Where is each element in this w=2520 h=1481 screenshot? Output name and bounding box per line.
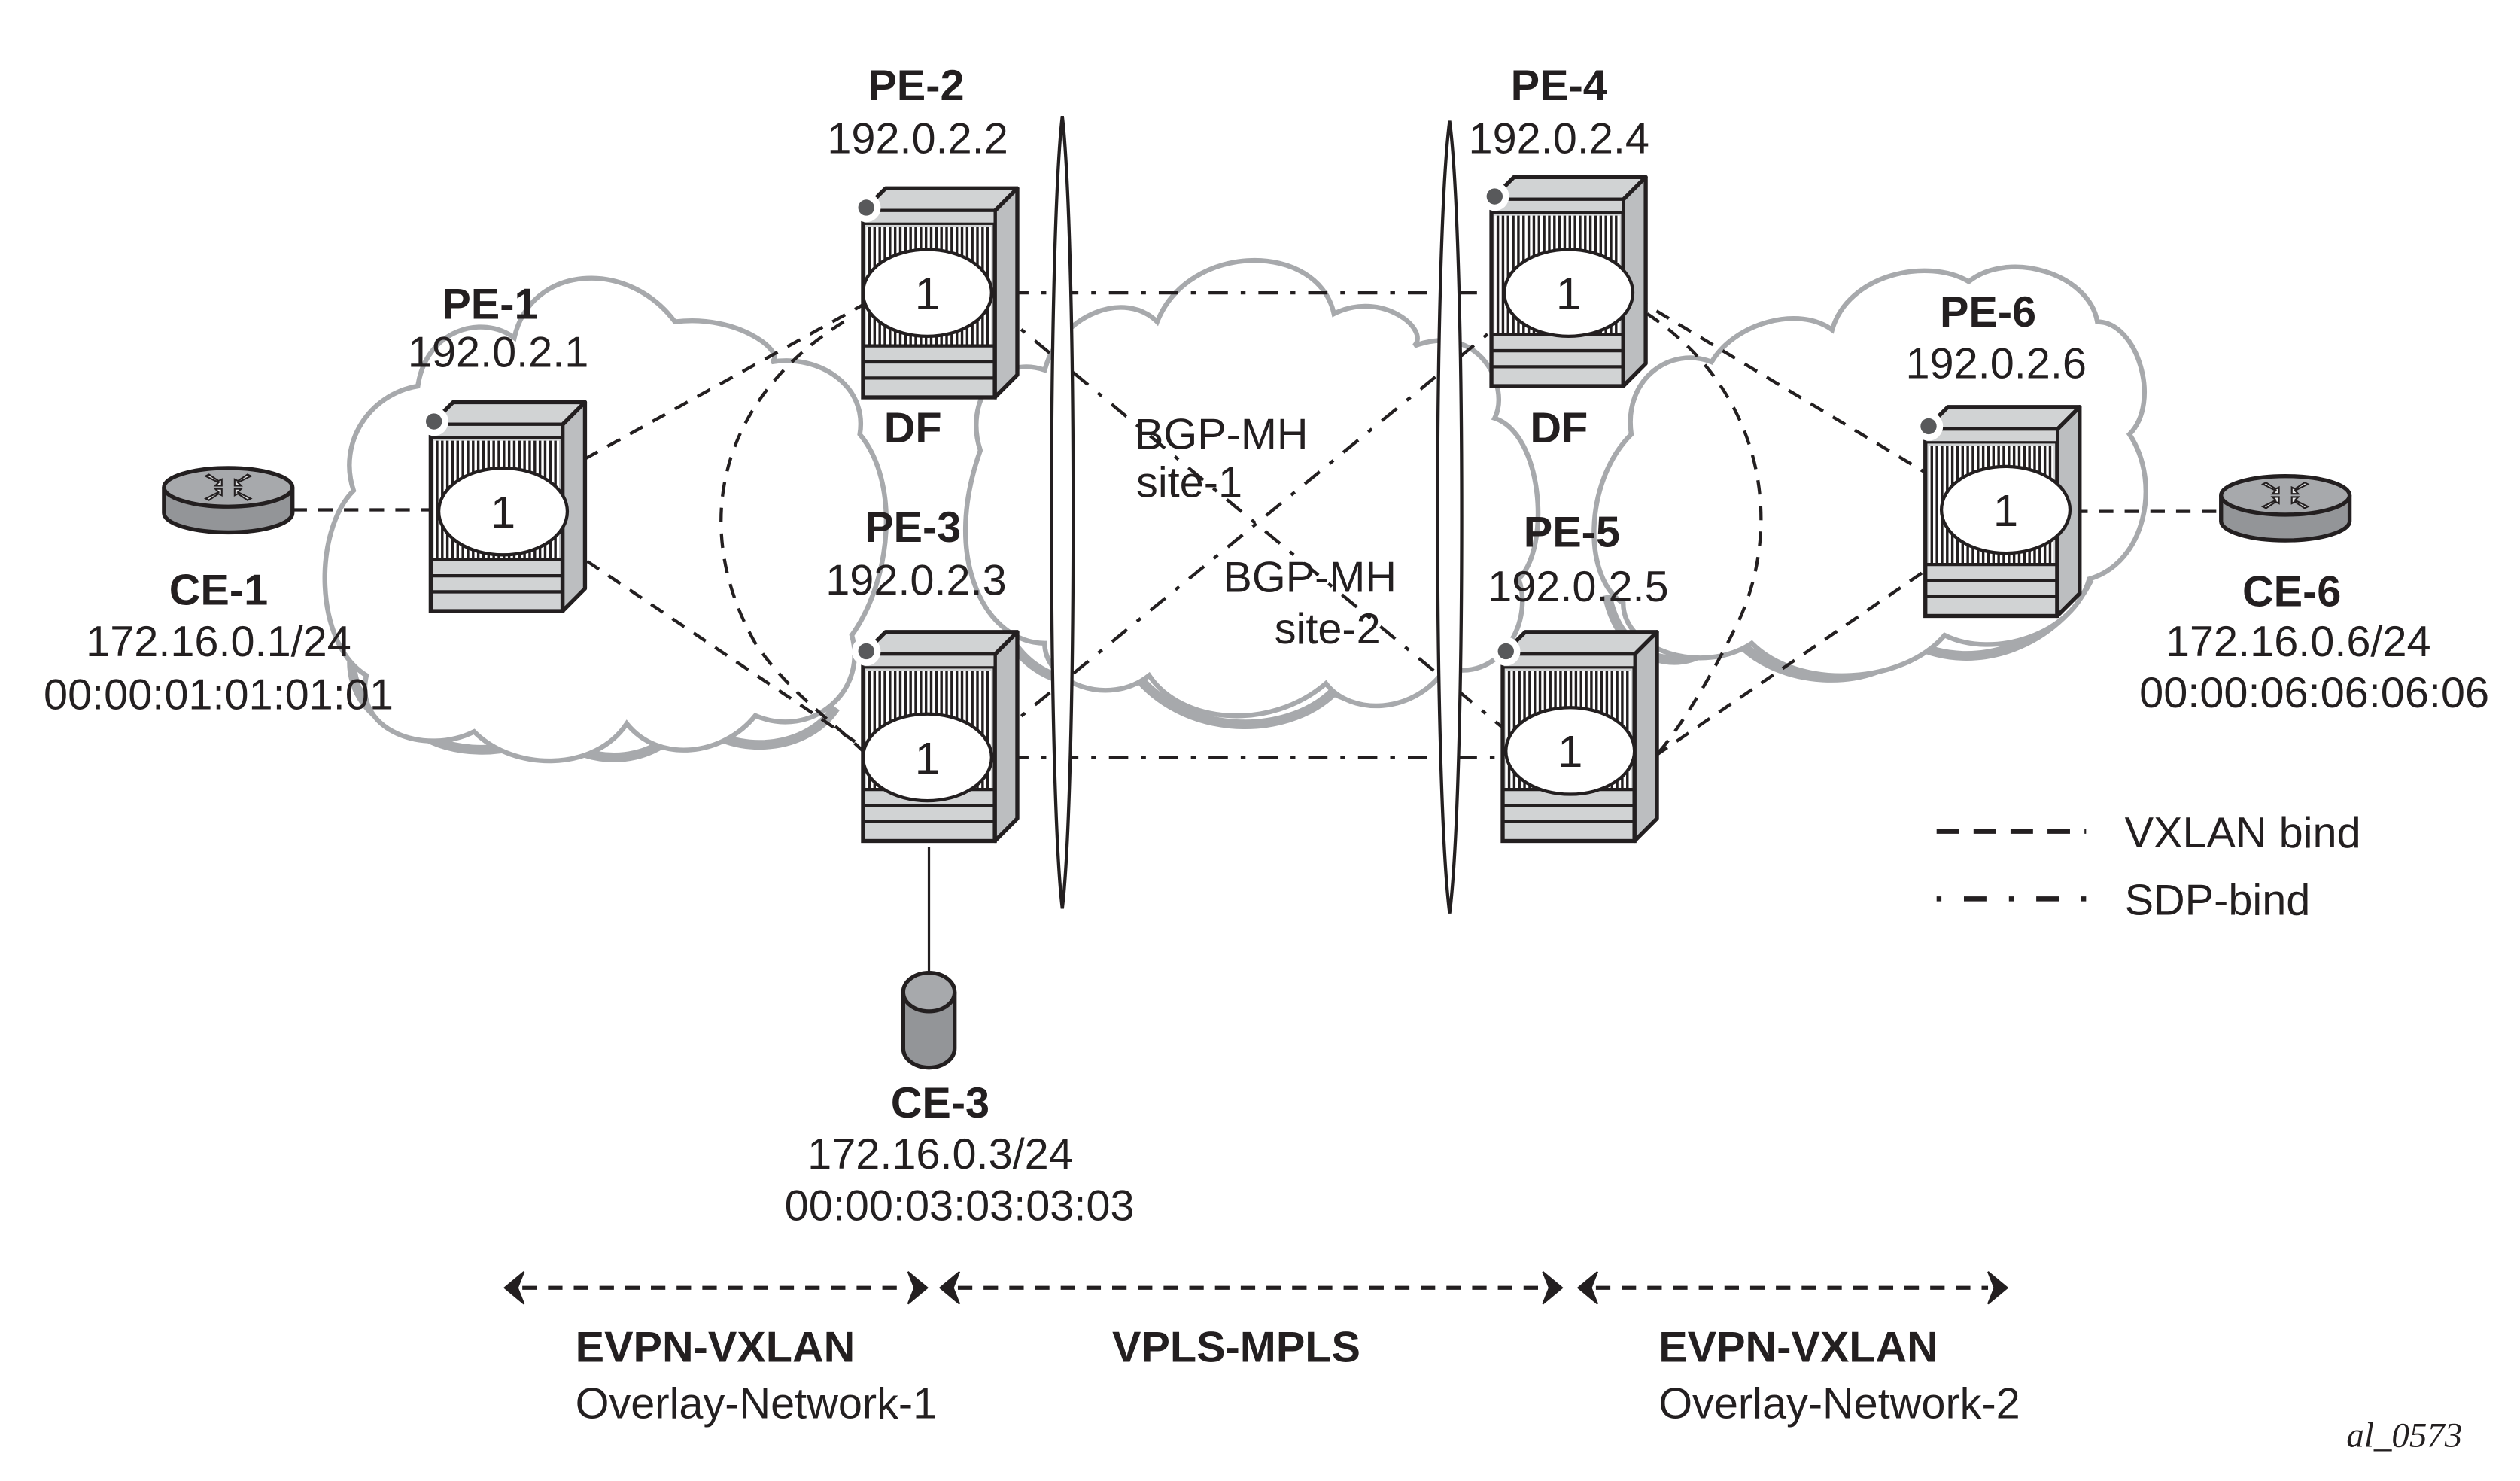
legend-vxlan-label: VXLAN bind bbox=[2125, 809, 2361, 857]
span-arrow-overlay-network-2 bbox=[1576, 1271, 2009, 1305]
ce-6-name: CE-6 bbox=[2242, 568, 2341, 616]
ce-3[interactable] bbox=[901, 970, 957, 1070]
domain-3-subtitle: Overlay-Network-2 bbox=[1658, 1379, 2020, 1428]
vxlan-bind-pe1-pe2 bbox=[561, 296, 877, 473]
pe-1-service-id: 1 bbox=[491, 487, 515, 537]
pe-6[interactable]: 1 bbox=[1914, 407, 2080, 616]
legend: VXLAN bind SDP-bind bbox=[1936, 809, 2361, 925]
pe-3-ip: 192.0.2.3 bbox=[825, 557, 1006, 605]
pe-4-ip: 192.0.2.4 bbox=[1469, 114, 1649, 163]
pe-4-name: PE-4 bbox=[1511, 62, 1607, 110]
pe-2[interactable]: 1 bbox=[852, 188, 1017, 397]
pe-3[interactable]: 1 bbox=[852, 632, 1017, 841]
cloud-vpls-mpls bbox=[962, 257, 1541, 729]
pe-2-ip: 192.0.2.2 bbox=[827, 114, 1008, 163]
bgp-mh-site-1-oval bbox=[1050, 115, 1075, 909]
pe-5-name: PE-5 bbox=[1524, 509, 1620, 557]
ce-6[interactable] bbox=[2221, 476, 2350, 540]
domain-1-subtitle: Overlay-Network-1 bbox=[576, 1379, 938, 1428]
ce-1-ip: 172.16.0.1/24 bbox=[86, 618, 351, 666]
bgp-mh-site-2-label-line2: site-2 bbox=[1275, 605, 1381, 653]
bgp-mh-site-2-oval bbox=[1436, 120, 1464, 914]
pe-4-service-id: 1 bbox=[1556, 269, 1581, 319]
pe-6-service-id: 1 bbox=[1993, 485, 2018, 536]
pe-1-ip: 192.0.2.1 bbox=[408, 328, 588, 376]
domain-2-title: VPLS-MPLS bbox=[1112, 1324, 1360, 1372]
pe-5[interactable]: 1 bbox=[1491, 632, 1657, 841]
ce-1-mac: 00:00:01:01:01:01 bbox=[44, 671, 394, 719]
pe-1-name: PE-1 bbox=[442, 280, 538, 328]
vxlan-bind-pe1-pe3 bbox=[564, 545, 877, 758]
figure-id: al_0573 bbox=[2346, 1416, 2462, 1455]
sdp-bind-pe3-pe4 bbox=[995, 320, 1504, 738]
vxlan-bind-pe2-pe3 bbox=[719, 320, 869, 757]
vxlan-binds bbox=[292, 296, 2227, 758]
pe-3-name: PE-3 bbox=[865, 503, 961, 552]
legend-sdp-label: SDP-bind bbox=[2125, 877, 2311, 925]
bgp-mh-site-1-label-line2: site-1 bbox=[1136, 458, 1242, 506]
vxlan-bind-pe5-pe6 bbox=[1654, 561, 1938, 758]
bgp-mh-site-1-label-line1: BGP-MH bbox=[1135, 410, 1309, 458]
pe-1[interactable]: 1 bbox=[419, 402, 585, 611]
domain-3-title: EVPN-VXLAN bbox=[1658, 1324, 1938, 1372]
ce-6-ip: 172.16.0.6/24 bbox=[2166, 618, 2431, 666]
pe-5-service-id: 1 bbox=[1558, 726, 1582, 777]
span-arrow-vpls-mpls bbox=[938, 1271, 1564, 1305]
pe-2-df-label: DF bbox=[884, 404, 942, 452]
pe-6-ip: 192.0.2.6 bbox=[1905, 339, 2086, 388]
vxlan-bind-pe4-pe6 bbox=[1634, 296, 1938, 481]
bgp-mh-site-2-label-line1: BGP-MH bbox=[1223, 553, 1397, 601]
ce-6-mac: 00:00:06:06:06:06 bbox=[2139, 669, 2489, 717]
pe-6-name: PE-6 bbox=[1940, 288, 2036, 336]
ce-3-name: CE-3 bbox=[891, 1079, 989, 1127]
vxlan-bind-pe4-pe5 bbox=[1646, 312, 1763, 757]
pe-2-service-id: 1 bbox=[915, 269, 940, 319]
domain-1-title: EVPN-VXLAN bbox=[576, 1324, 856, 1372]
domain-span-arrows bbox=[503, 1271, 2009, 1305]
span-arrow-overlay-network-1 bbox=[503, 1271, 929, 1305]
pe-3-service-id: 1 bbox=[915, 733, 940, 783]
ce-1-name: CE-1 bbox=[169, 567, 268, 615]
pe-2-name: PE-2 bbox=[868, 62, 964, 110]
sdp-bind-pe2-pe5 bbox=[995, 307, 1509, 733]
cloud-overlay-network-1 bbox=[322, 275, 889, 764]
ce-3-mac: 00:00:03:03:03:03 bbox=[785, 1182, 1135, 1230]
pe-5-ip: 192.0.2.5 bbox=[1488, 563, 1668, 611]
ce-3-ip: 172.16.0.3/24 bbox=[807, 1130, 1073, 1178]
pe-4-df-label: DF bbox=[1530, 404, 1588, 452]
sdp-binds bbox=[995, 291, 1509, 759]
pe-4[interactable]: 1 bbox=[1480, 177, 1646, 386]
ce-1[interactable] bbox=[164, 468, 293, 532]
